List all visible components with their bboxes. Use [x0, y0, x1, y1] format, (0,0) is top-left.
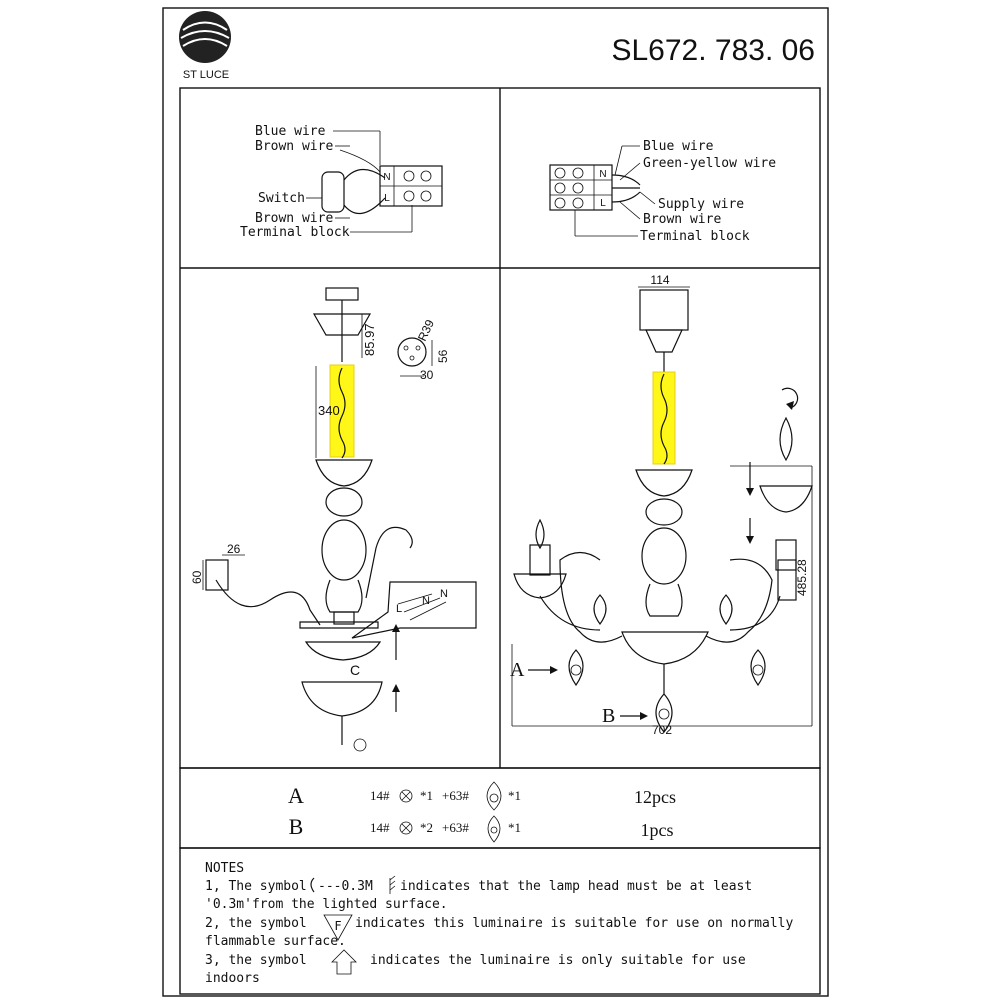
wire-connection-inset [351, 581, 477, 639]
label-terminal-block-right: Terminal block [640, 229, 750, 244]
note-1-symbol: ---0.3M [318, 879, 373, 894]
marker-a: A [510, 659, 525, 681]
parts-row-a: A 14# *1 +63# *1 12pcs [288, 781, 676, 811]
bulb-left-icon [535, 518, 545, 550]
row-b-key: B [289, 814, 304, 839]
note-3-lead: 3, the symbol [205, 953, 307, 968]
wiring-diagram-right: Blue wire Green-yellow wire Supply wire … [549, 139, 776, 244]
parts-table: A 14# *1 +63# *1 12pcs B 14# *2 +63# [179, 767, 821, 849]
crystal-a-inner-left-icon [593, 594, 607, 626]
candle-cup-detail-icon [759, 485, 813, 513]
row-a-spec-b: +63# [442, 788, 469, 803]
row-a-spec-a: 14# [370, 788, 390, 803]
bead-icon [399, 789, 413, 803]
row-b-mult-a: *2 [420, 820, 433, 835]
dim-cup-height: 60 [190, 570, 204, 584]
wiring-diagram-left: Blue wire Brown wire Switch Brown wire T… [240, 124, 443, 240]
row-a-qty: 12pcs [634, 787, 676, 807]
lamp-head-symbol-icon [310, 877, 315, 893]
dim-plate-height: 56 [436, 349, 450, 363]
crystal-a-left-icon [568, 649, 584, 687]
inset-wire-n2: N [440, 588, 448, 600]
notes-section: NOTES 1, The symbol ---0.3M indicates th… [179, 847, 821, 995]
note-3-text-cont: indoors [205, 971, 260, 986]
dim-canopy-width: 114 [650, 273, 669, 287]
row-a-key: A [288, 783, 304, 808]
block-l-left: L [384, 193, 390, 204]
dim-cup-width: 26 [227, 542, 241, 556]
marker-b: B [602, 705, 615, 727]
note-2-text: indicates this luminaire is suitable for… [355, 916, 793, 931]
dim-canopy-height: 85.97 [362, 323, 377, 356]
bulb-detail-icon [779, 416, 793, 462]
rotate-icon [781, 387, 799, 409]
row-a-mult-b: *1 [508, 788, 521, 803]
crystal-a-inner-right-icon [719, 594, 733, 626]
note-2-symbol: F [334, 919, 341, 933]
note-1-text-cont: '0.3m'from the lighted surface. [205, 897, 448, 912]
label-supply-wire: Supply wire [658, 197, 744, 212]
row-b-spec-b: +63# [442, 820, 469, 835]
assembly-drawing-right: 114 [510, 273, 813, 737]
row-b-spec-a: 14# [370, 820, 390, 835]
label-blue-wire-right: Blue wire [643, 139, 714, 154]
dim-overall-height: 485.28 [795, 559, 809, 596]
row-b-qty: 1pcs [641, 820, 674, 840]
outer-frame [162, 7, 829, 997]
label-c: C [350, 662, 360, 678]
surface-hatch-icon [389, 875, 396, 894]
parts-row-b: B 14# *2 +63# *1 1pcs [289, 814, 674, 843]
label-brown-wire-right: Brown wire [643, 212, 721, 227]
st-luce-logo-icon [179, 11, 231, 63]
pendant-icon [487, 815, 501, 843]
label-green-yellow-wire: Green-yellow wire [643, 156, 776, 171]
label-terminal-block-left: Terminal block [240, 225, 350, 240]
inset-wire-l: L [396, 603, 402, 615]
pendant-icon [486, 781, 502, 811]
label-brown-wire-bottom-left: Brown wire [255, 211, 333, 226]
inset-wire-n1: N [422, 595, 430, 607]
note-1-lead: 1, The symbol [205, 879, 307, 894]
bead-icon [399, 821, 413, 835]
model-number: SL672. 783. 06 [611, 34, 815, 67]
chain-highlight-right [652, 371, 676, 465]
dim-plate-width: 30 [420, 368, 434, 382]
note-2-lead: 2, the symbol [205, 916, 307, 931]
label-brown-wire-top-left: Brown wire [255, 139, 333, 154]
note-2-text-cont: flammable surface. [205, 934, 346, 949]
indoor-only-symbol-icon [331, 949, 357, 975]
label-switch: Switch [258, 191, 305, 206]
block-l-right: L [600, 198, 606, 209]
block-n-left: N [383, 172, 390, 183]
mounting-plate-icon [397, 337, 427, 367]
crystal-b-icon [655, 693, 673, 733]
switch-icon [321, 171, 345, 213]
crystal-a-right-icon [750, 649, 766, 687]
finial-icon [353, 738, 367, 752]
assembly-drawing-left: 85.97 R39 56 30 340 26 60 C [190, 287, 477, 752]
dim-plate-radius: R39 [415, 317, 437, 343]
notes-title: NOTES [205, 861, 244, 876]
flammable-surface-symbol-icon [323, 914, 353, 941]
block-n-right: N [599, 169, 606, 180]
row-a-mult-a: *1 [420, 788, 433, 803]
note-1-text: indicates that the lamp head must be at … [400, 879, 752, 894]
dim-chain-length: 340 [318, 403, 340, 418]
label-blue-wire-left: Blue wire [255, 124, 326, 139]
dim-overall-width: 702 [652, 723, 672, 737]
note-3-text: indicates the luminaire is only suitable… [370, 953, 746, 968]
row-b-mult-b: *1 [508, 820, 521, 835]
brand-name: ST LUCE [183, 69, 229, 81]
